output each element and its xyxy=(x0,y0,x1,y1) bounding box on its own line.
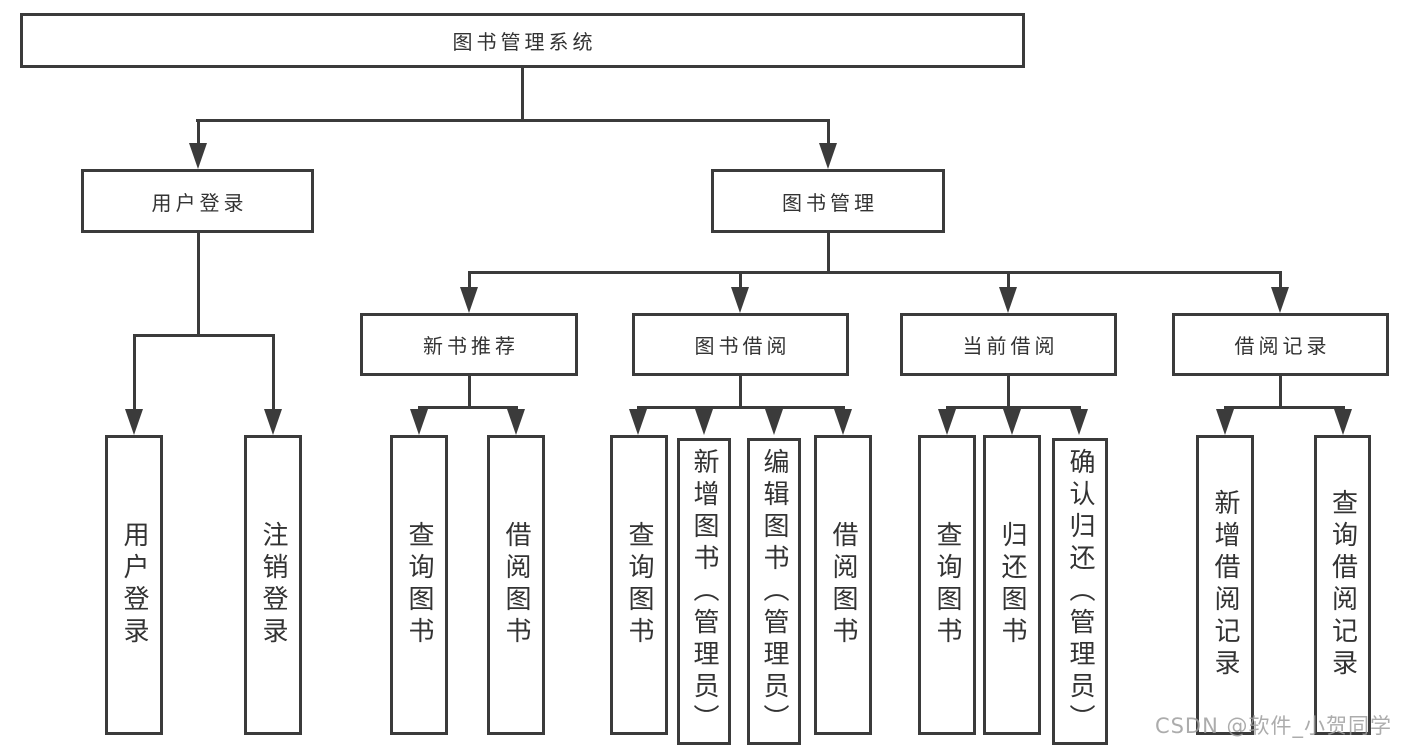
node-root: 图书管理系统 xyxy=(20,13,1025,68)
connector-line xyxy=(739,376,742,409)
leaf-query-borrow-record-label: 查询借阅记录 xyxy=(1327,489,1358,681)
connector-line xyxy=(133,334,275,337)
leaf-user-login: 用户登录 xyxy=(105,435,163,735)
node-book-borrowing-label: 图书借阅 xyxy=(694,334,791,358)
connector-line xyxy=(637,406,845,409)
leaf-add-borrow-record: 新增借阅记录 xyxy=(1196,435,1254,735)
node-current-borrowing-label: 当前借阅 xyxy=(962,334,1059,358)
leaf-add-books-admin-label: 新增图书（管理员） xyxy=(689,447,719,736)
node-borrowing-records: 借阅记录 xyxy=(1172,313,1389,376)
arrowhead xyxy=(1334,409,1352,435)
arrowhead xyxy=(819,143,837,169)
connector-line xyxy=(1224,406,1344,409)
connector-line xyxy=(197,119,200,151)
arrowhead xyxy=(460,287,478,313)
arrowhead xyxy=(1271,287,1289,313)
leaf-add-books-admin: 新增图书（管理员） xyxy=(677,438,731,745)
connector-line xyxy=(521,68,524,121)
node-book-borrowing: 图书借阅 xyxy=(632,313,849,376)
connector-line xyxy=(197,233,200,337)
leaf-return-books-label: 归还图书 xyxy=(997,521,1027,649)
node-new-book-recommend: 新书推荐 xyxy=(360,313,578,376)
leaf-query-books-recommend: 查询图书 xyxy=(390,435,448,735)
node-book-management-label: 图书管理 xyxy=(782,190,878,215)
connector-line xyxy=(1279,271,1282,293)
connector-line xyxy=(272,334,275,412)
leaf-query-books-current-label: 查询图书 xyxy=(932,521,962,649)
arrowhead xyxy=(410,409,428,435)
leaf-edit-books-admin-label: 编辑图书（管理员） xyxy=(759,447,789,736)
node-user-login-label: 用户登录 xyxy=(151,190,248,215)
arrowhead xyxy=(834,409,852,435)
leaf-query-books-recommend-label: 查询图书 xyxy=(404,521,434,649)
leaf-confirm-return-admin-label: 确认归还（管理员） xyxy=(1065,447,1095,736)
leaf-logout-login: 注销登录 xyxy=(244,435,302,735)
arrowhead xyxy=(731,287,749,313)
leaf-return-books: 归还图书 xyxy=(983,435,1041,735)
leaf-query-books-current: 查询图书 xyxy=(918,435,976,735)
arrowhead xyxy=(765,409,783,435)
leaf-confirm-return-admin: 确认归还（管理员） xyxy=(1052,438,1108,745)
arrowhead xyxy=(125,409,143,435)
connector-line xyxy=(1007,376,1010,409)
arrowhead xyxy=(938,409,956,435)
arrowhead xyxy=(507,409,525,435)
leaf-edit-books-admin: 编辑图书（管理员） xyxy=(747,438,801,745)
node-borrowing-records-label: 借阅记录 xyxy=(1234,334,1331,358)
node-book-management: 图书管理 xyxy=(711,169,945,233)
node-user-login: 用户登录 xyxy=(81,169,314,233)
arrowhead xyxy=(189,143,207,169)
connector-line xyxy=(827,233,830,274)
connector-line xyxy=(827,119,830,151)
arrowhead xyxy=(695,409,713,435)
connector-line xyxy=(1007,271,1010,293)
node-current-borrowing: 当前借阅 xyxy=(900,313,1117,376)
connector-line xyxy=(468,376,471,409)
leaf-query-borrow-record: 查询借阅记录 xyxy=(1314,435,1371,735)
node-new-book-recommend-label: 新书推荐 xyxy=(423,334,519,358)
connector-line xyxy=(1279,376,1282,409)
watermark: CSDN @软件_小贺同学 xyxy=(1154,714,1392,738)
leaf-user-login-label: 用户登录 xyxy=(119,521,149,649)
connector-line xyxy=(133,334,136,412)
arrowhead xyxy=(1216,409,1234,435)
leaf-borrow-books-borrowing-label: 借阅图书 xyxy=(828,521,858,649)
arrowhead xyxy=(264,409,282,435)
arrowhead xyxy=(1003,409,1021,435)
connector-line xyxy=(739,271,742,293)
leaf-query-books-borrowing-label: 查询图书 xyxy=(624,521,654,649)
arrowhead xyxy=(629,409,647,435)
leaf-borrow-books-recommend: 借阅图书 xyxy=(487,435,545,735)
leaf-borrow-books-borrowing: 借阅图书 xyxy=(814,435,872,735)
arrowhead xyxy=(999,287,1017,313)
node-root-label: 图书管理系统 xyxy=(452,30,597,54)
leaf-add-borrow-record-label: 新增借阅记录 xyxy=(1210,489,1240,681)
leaf-borrow-books-recommend-label: 借阅图书 xyxy=(501,521,531,649)
connector-line xyxy=(468,271,1282,274)
connector-line xyxy=(196,119,830,122)
connector-line xyxy=(468,271,471,293)
leaf-logout-login-label: 注销登录 xyxy=(258,521,288,649)
arrowhead xyxy=(1070,409,1088,435)
leaf-query-books-borrowing: 查询图书 xyxy=(610,435,668,735)
connector-line xyxy=(418,406,518,409)
